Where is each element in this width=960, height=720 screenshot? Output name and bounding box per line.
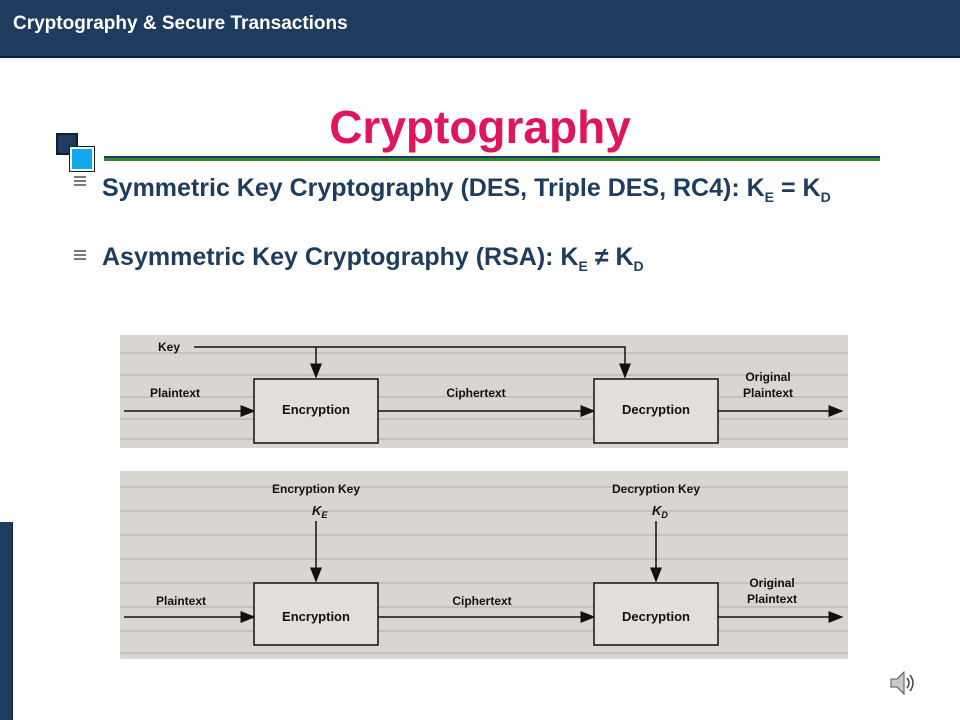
original-plaintext-label: Plaintext bbox=[743, 386, 793, 400]
header-bar: Cryptography & Secure Transactions bbox=[0, 0, 960, 58]
encryption-box bbox=[253, 582, 379, 646]
bullet-text: Symmetric Key Cryptography (DES, Triple … bbox=[102, 174, 765, 202]
original-label: Original bbox=[745, 370, 790, 384]
encryption-box bbox=[253, 378, 379, 444]
bullet-sub: D bbox=[820, 189, 831, 205]
decor-square-cyan bbox=[69, 146, 95, 172]
bullet-text: = K bbox=[774, 174, 821, 202]
plaintext-label: Plaintext bbox=[150, 386, 200, 400]
encryption-label: Encryption bbox=[282, 609, 350, 624]
kd-label: KD bbox=[652, 503, 668, 520]
decryption-label: Decryption bbox=[622, 609, 690, 624]
bullet-sub: E bbox=[578, 258, 588, 274]
decryption-label: Decryption bbox=[622, 402, 690, 417]
original-plaintext-label: Plaintext bbox=[747, 592, 797, 606]
slide-title: Cryptography bbox=[329, 101, 631, 153]
bullet-symmetric: Symmetric Key Cryptography (DES, Triple … bbox=[102, 175, 842, 211]
bullet-asymmetric: Asymmetric Key Cryptography (RSA): KE ≠ … bbox=[102, 244, 862, 280]
ke-label: KE bbox=[312, 503, 328, 520]
speaker-icon[interactable] bbox=[888, 668, 918, 698]
plaintext-label: Plaintext bbox=[156, 594, 206, 608]
key-label: Key bbox=[158, 340, 180, 354]
bullet-icon bbox=[74, 250, 86, 262]
header-title: Cryptography & Secure Transactions bbox=[13, 13, 348, 34]
bullet-icon bbox=[74, 176, 86, 188]
symmetric-diagram: Key Plaintext Encryption Ciphertext Decr… bbox=[120, 335, 848, 448]
bullet-text: Asymmetric Key Cryptography (RSA): K bbox=[102, 243, 579, 271]
bullet-text: ≠ K bbox=[587, 243, 634, 271]
left-accent-bar bbox=[0, 522, 13, 720]
asymmetric-diagram: Encryption Key KE Decryption Key KD Plai… bbox=[120, 471, 848, 659]
original-label: Original bbox=[749, 576, 794, 590]
decryption-box bbox=[593, 582, 719, 646]
encryption-label: Encryption bbox=[282, 402, 350, 417]
title-underline bbox=[104, 156, 880, 161]
encryption-key-label: Encryption Key bbox=[272, 482, 360, 496]
ciphertext-label: Ciphertext bbox=[452, 594, 511, 608]
bullet-sub: E bbox=[764, 189, 775, 205]
bullet-sub: D bbox=[633, 258, 644, 274]
ciphertext-label: Ciphertext bbox=[446, 386, 505, 400]
decryption-key-label: Decryption Key bbox=[612, 482, 700, 496]
